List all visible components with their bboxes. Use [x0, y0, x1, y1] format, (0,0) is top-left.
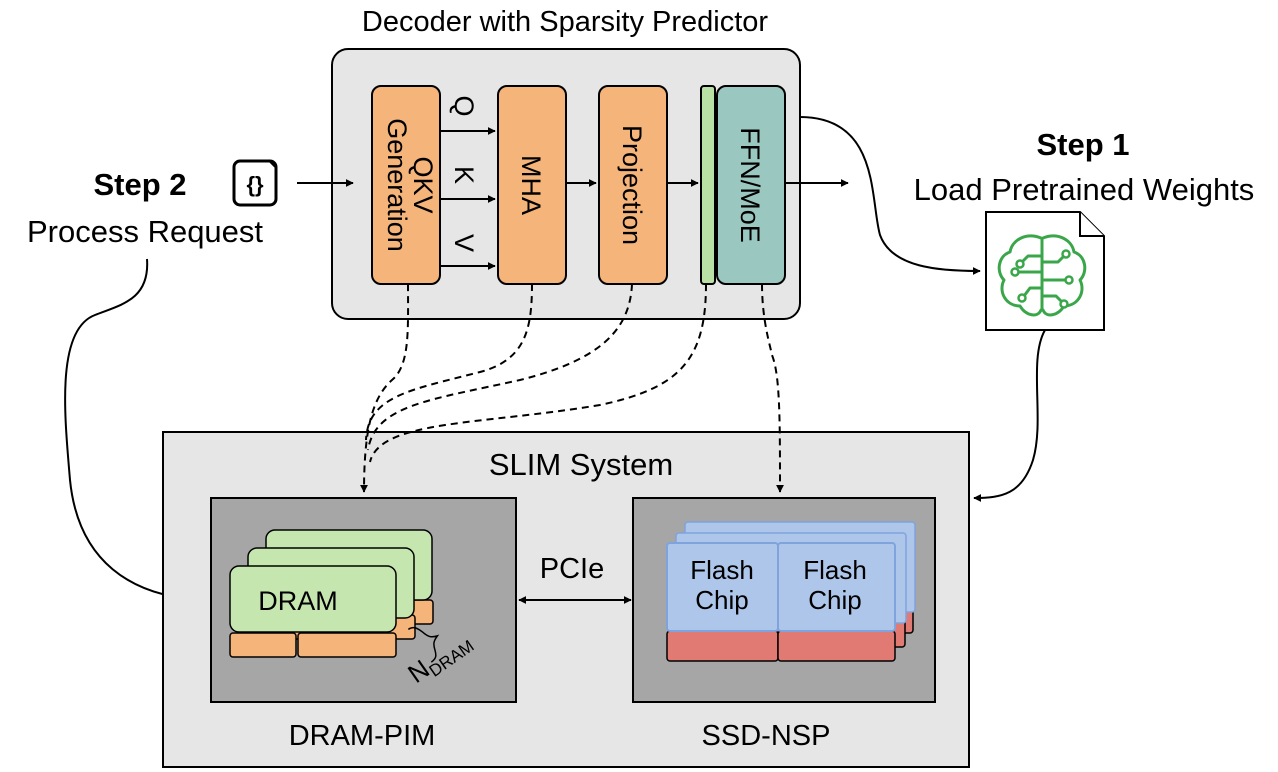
pcie-label: PCIe	[540, 553, 604, 585]
qkv-label-line1: QKV	[408, 156, 438, 213]
mha-label: MHA	[516, 155, 546, 215]
k-label: K	[449, 166, 479, 184]
json-braces-icon-text: {}	[246, 172, 264, 197]
flash-stack: Flash Chip Flash Chip	[666, 521, 916, 662]
sparsity-predictor-bar	[700, 85, 716, 285]
decoder-title: Decoder with Sparsity Predictor	[362, 6, 768, 38]
qkv-generation-block: QKV Generation	[371, 85, 441, 285]
predictor-to-dram-dashed	[369, 283, 707, 463]
request-to-dram-arrow	[64, 258, 208, 604]
decoder-to-weights-arrow	[799, 116, 981, 275]
slim-system-title: SLIM System	[489, 447, 673, 482]
flash-chip-left-line2: Chip	[695, 585, 748, 615]
ffn-moe-block: FFN/MoE	[716, 85, 786, 285]
projection-label: Projection	[617, 125, 647, 245]
step1-subtitle: Load Pretrained Weights	[914, 172, 1255, 207]
weights-to-system-arrow	[973, 329, 1046, 502]
ffn-to-ssd-dashed	[761, 283, 784, 493]
mha-block: MHA	[497, 85, 567, 285]
projection-block: Projection	[598, 85, 668, 285]
dram-stack: DRAM	[229, 529, 434, 658]
dram-chip-label: DRAM	[258, 586, 338, 616]
dashed-mapping-arrows	[360, 283, 784, 493]
ssd-nsp-caption: SSD-NSP	[702, 720, 831, 752]
qkv-arrows: Q K V	[440, 95, 496, 270]
mha-to-dram-dashed	[365, 283, 533, 441]
flash-chip-right	[777, 542, 896, 632]
step2-title: Step 2	[93, 167, 186, 202]
flash-chip-right-line2: Chip	[808, 585, 861, 615]
projection-to-dram-dashed	[367, 283, 633, 451]
step1-title: Step 1	[1036, 127, 1129, 162]
flash-chip-left-line1: Flash	[690, 555, 754, 585]
brain-circuit-file-icon	[985, 211, 1105, 331]
qkv-label-line2: Generation	[382, 118, 412, 252]
ffn-label: FFN/MoE	[735, 127, 765, 243]
q-label: Q	[449, 95, 479, 116]
qkv-to-dram-dashed	[360, 283, 410, 493]
json-braces-icon: {}	[232, 159, 278, 207]
dram-pim-caption: DRAM-PIM	[289, 720, 436, 752]
flash-chip-right-line1: Flash	[803, 555, 867, 585]
step2-subtitle: Process Request	[27, 214, 263, 249]
v-label: V	[449, 234, 479, 252]
